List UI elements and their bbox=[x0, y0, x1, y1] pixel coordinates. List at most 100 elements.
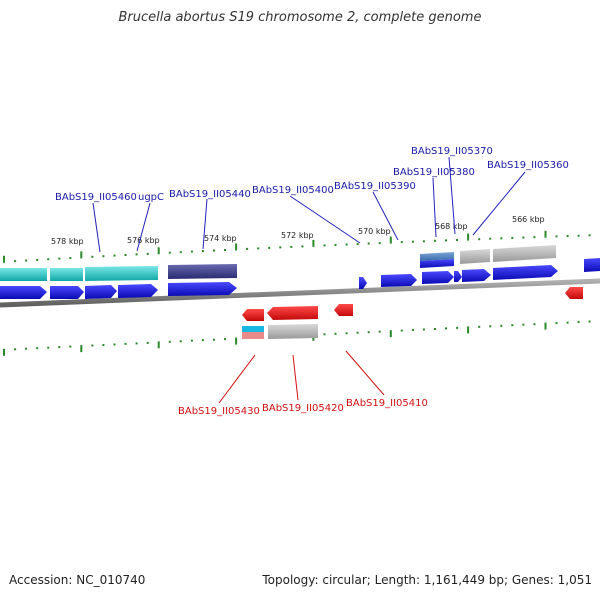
minor-tick bbox=[367, 331, 370, 334]
leader-line bbox=[372, 191, 399, 241]
minor-tick bbox=[367, 242, 370, 245]
minor-tick bbox=[201, 339, 204, 342]
gene-label[interactable]: BAbS19_II05360 bbox=[487, 160, 569, 171]
minor-tick bbox=[113, 343, 116, 346]
gene-arrow-forward[interactable] bbox=[381, 274, 417, 287]
minor-tick bbox=[511, 324, 514, 327]
cog-bar bbox=[420, 252, 454, 261]
minor-tick bbox=[14, 348, 17, 351]
minor-tick bbox=[434, 328, 436, 330]
gene-label[interactable]: BAbS19_II05380 bbox=[393, 167, 475, 178]
scale-label-574: 574 kbp bbox=[204, 234, 237, 243]
minor-tick bbox=[456, 239, 459, 241]
leader-line bbox=[345, 350, 385, 396]
minor-tick bbox=[500, 324, 503, 327]
minor-tick bbox=[213, 338, 215, 341]
scale-labels: 578 kbp 576 kbp 574 kbp 572 kbp 570 kbp … bbox=[51, 215, 545, 246]
minor-tick bbox=[279, 246, 282, 249]
gene-arrow-forward[interactable] bbox=[85, 285, 117, 299]
minor-tick bbox=[268, 246, 271, 249]
minor-tick bbox=[323, 244, 326, 247]
gene-arrow-reverse[interactable] bbox=[334, 304, 353, 316]
gene-arrow-forward[interactable] bbox=[584, 258, 600, 272]
cog-track-bottom bbox=[242, 324, 318, 339]
gene-labels-top: BAbS19_II05460 ugpC BAbS19_II05440 BAbS1… bbox=[55, 146, 569, 203]
minor-tick bbox=[146, 252, 149, 255]
minor-tick bbox=[168, 340, 171, 343]
gene-label[interactable]: BAbS19_II05440 bbox=[169, 189, 251, 200]
minor-tick bbox=[422, 240, 425, 243]
leader-line bbox=[202, 198, 208, 250]
cog-bar bbox=[168, 264, 237, 279]
leader-line bbox=[289, 195, 361, 244]
minor-tick bbox=[334, 243, 337, 246]
scale-label-578: 578 kbp bbox=[51, 237, 84, 246]
gene-arrow-forward[interactable] bbox=[493, 265, 558, 280]
minor-tick bbox=[190, 250, 193, 253]
minor-tick bbox=[422, 328, 425, 331]
minor-tick bbox=[47, 346, 50, 349]
minor-tick bbox=[124, 254, 127, 256]
gene-arrow-reverse[interactable] bbox=[565, 287, 583, 299]
minor-tick bbox=[257, 247, 260, 250]
cog-track-top bbox=[0, 245, 556, 281]
major-tick bbox=[312, 239, 315, 247]
gene-label[interactable]: BAbS19_II05400 bbox=[252, 185, 334, 196]
leader-line bbox=[432, 177, 437, 238]
gene-label[interactable]: BAbS19_II05430 bbox=[178, 406, 260, 417]
leader-line bbox=[448, 156, 456, 235]
minor-tick bbox=[411, 329, 414, 331]
gene-labels-bottom: BAbS19_II05430 BAbS19_II05420 BAbS19_II0… bbox=[178, 398, 428, 417]
scale-label-566: 566 kbp bbox=[512, 215, 545, 224]
gene-arrow-reverse[interactable] bbox=[242, 309, 264, 321]
gene-arrow-forward[interactable] bbox=[0, 286, 47, 299]
minor-tick bbox=[224, 338, 226, 341]
major-tick bbox=[3, 255, 5, 263]
gene-arrow-forward[interactable] bbox=[422, 271, 454, 284]
major-tick bbox=[544, 322, 547, 330]
minor-tick bbox=[36, 347, 39, 350]
gene-label[interactable]: BAbS19_II05420 bbox=[262, 403, 344, 414]
gene-arrow-forward[interactable] bbox=[462, 269, 491, 282]
minor-tick bbox=[113, 254, 116, 257]
leader-line bbox=[292, 354, 299, 401]
minor-tick bbox=[168, 251, 171, 254]
minor-tick bbox=[400, 241, 403, 244]
leader-line bbox=[218, 354, 256, 404]
gene-label[interactable]: BAbS19_II05460 bbox=[55, 192, 137, 203]
cog-bar bbox=[268, 324, 318, 339]
minor-tick bbox=[179, 251, 182, 254]
major-tick bbox=[157, 341, 160, 349]
minor-tick bbox=[522, 236, 525, 239]
gene-label[interactable]: BAbS19_II05390 bbox=[334, 181, 416, 192]
minor-tick bbox=[445, 239, 447, 242]
minor-tick bbox=[14, 260, 17, 263]
cog-bar bbox=[0, 268, 47, 281]
gene-arrow-forward[interactable] bbox=[454, 271, 462, 282]
gene-arrow-forward[interactable] bbox=[118, 284, 158, 298]
minor-tick bbox=[522, 323, 525, 326]
minor-tick bbox=[566, 235, 569, 238]
minor-tick bbox=[146, 341, 149, 344]
cog-bar bbox=[420, 259, 454, 268]
gene-arrow-reverse[interactable] bbox=[267, 306, 318, 320]
minor-tick bbox=[25, 259, 28, 262]
gene-arrow-forward[interactable] bbox=[168, 282, 237, 296]
gene-arrow-forward[interactable] bbox=[359, 277, 367, 289]
minor-tick bbox=[290, 245, 293, 248]
major-tick bbox=[467, 233, 470, 241]
major-tick bbox=[389, 330, 392, 338]
gene-label[interactable]: ugpC bbox=[138, 192, 164, 203]
scale-label-576: 576 kbp bbox=[127, 236, 160, 245]
minor-tick bbox=[345, 243, 348, 246]
minor-tick bbox=[36, 258, 39, 261]
gene-label[interactable]: BAbS19_II05410 bbox=[346, 398, 428, 409]
chromosome-backbone bbox=[0, 278, 600, 308]
major-tick bbox=[544, 230, 547, 238]
minor-tick bbox=[91, 344, 94, 347]
minor-tick bbox=[588, 234, 591, 237]
minor-tick bbox=[179, 340, 182, 343]
minor-tick bbox=[201, 250, 204, 253]
gene-label[interactable]: BAbS19_II05370 bbox=[411, 146, 493, 157]
gene-arrow-forward[interactable] bbox=[50, 286, 84, 299]
